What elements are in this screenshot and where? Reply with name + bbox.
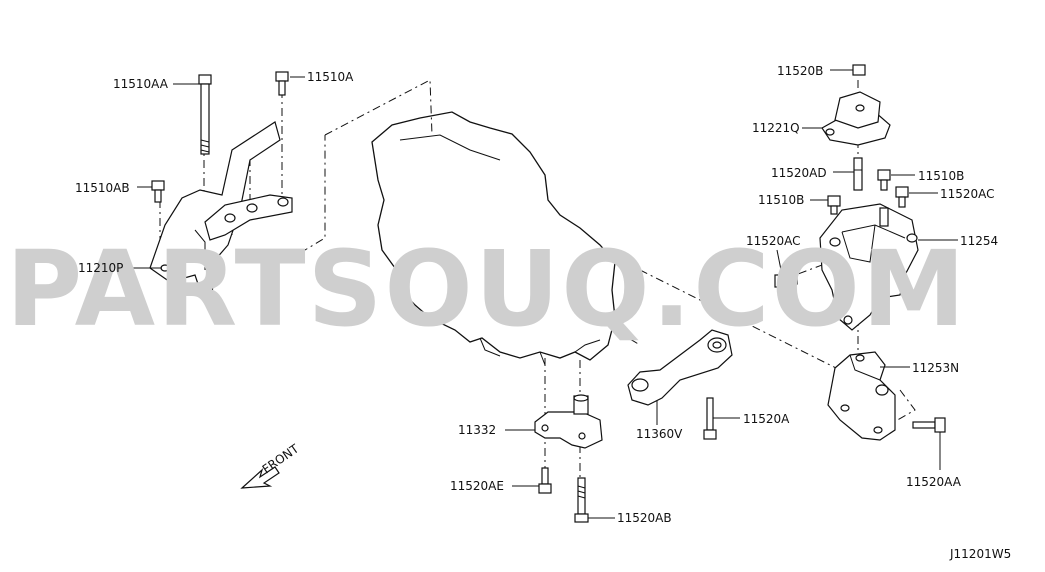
label-11510B-a: 11510B: [918, 169, 964, 183]
bolt-11520AE: [538, 467, 552, 494]
bolt-11510AA: [198, 74, 212, 155]
label-11221Q: 11221Q: [752, 121, 800, 135]
mount-bracket-lower: [827, 351, 896, 441]
leader-lines: [127, 69, 958, 519]
watermark: PARTSOUQ.COM: [6, 228, 967, 350]
front-label: FRONT: [260, 441, 302, 476]
engine-mount-insulator: [821, 91, 891, 146]
label-11520B: 11520B: [777, 64, 823, 78]
bolt-11510AB: [151, 180, 165, 203]
label-11332: 11332: [458, 423, 496, 437]
bolt-11510B-b: [827, 195, 841, 215]
nut-11520B: [852, 64, 866, 76]
label-11254: 11254: [960, 234, 998, 248]
label-11520A: 11520A: [743, 412, 790, 426]
torque-rod: [627, 329, 733, 406]
label-11520AA: 11520AA: [906, 475, 962, 489]
figure-code: J11201W5: [949, 547, 1011, 561]
label-11520AE: 11520AE: [450, 479, 504, 493]
engine-mount-bracket: [819, 203, 919, 331]
bolt-11520AC-b: [774, 274, 798, 288]
bolt-11520A: [703, 397, 717, 440]
engine-block: [371, 111, 616, 366]
label-11520AC-b: 11520AC: [746, 234, 801, 248]
label-11510AB: 11510AB: [75, 181, 130, 195]
label-11520AD: 11520AD: [771, 166, 827, 180]
bolt-11520AB: [574, 477, 589, 523]
rod-bracket: [534, 394, 603, 449]
front-arrow: FRONT: [240, 441, 302, 489]
label-11253N: 11253N: [912, 361, 959, 375]
bolt-11520AA: [912, 417, 946, 433]
label-11510A: 11510A: [307, 70, 354, 84]
part-labels: 11510AA 11510A 11510AB 11210P 11520B 112…: [75, 64, 998, 525]
bolt-11510B-a: [877, 169, 891, 191]
label-11210P: 11210P: [78, 261, 123, 275]
left-engine-mount: [149, 121, 293, 296]
bolt-11510A: [275, 71, 289, 96]
stud-11520AD: [853, 157, 863, 191]
label-11510B-b: 11510B: [758, 193, 804, 207]
bolt-11520AC-a: [895, 186, 909, 208]
label-11520AC-a: 11520AC: [940, 187, 995, 201]
label-11360V: 11360V: [636, 427, 683, 441]
label-11520AB: 11520AB: [617, 511, 672, 525]
label-11510AA: 11510AA: [113, 77, 169, 91]
